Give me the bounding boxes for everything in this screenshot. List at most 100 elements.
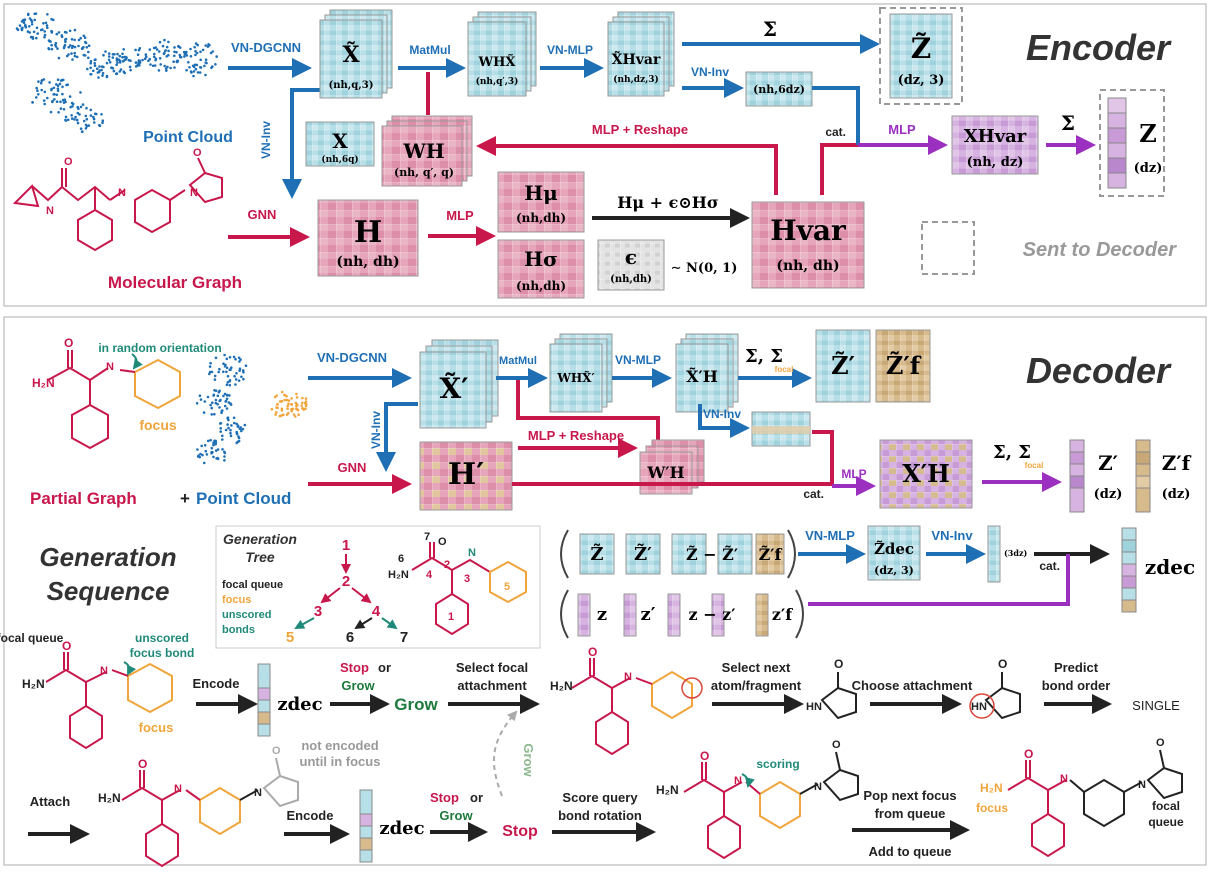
decoder-point-cloud-label: Point Cloud (196, 489, 291, 508)
dec-vn-dgcnn-label: VN-DGCNN (317, 350, 387, 365)
point-cloud-dot (225, 394, 229, 397)
seq-focal-queue-2a: focal (1152, 799, 1180, 813)
focus-label-decoder: focus (139, 417, 177, 433)
point-cloud-dot (98, 124, 102, 128)
point-cloud-dot (208, 365, 212, 368)
point-cloud-dot (217, 370, 220, 374)
point-cloud-dot (292, 413, 296, 416)
dec-nh-1: N (106, 361, 114, 373)
cat-line-blue (812, 86, 860, 145)
point-cloud-dot (225, 366, 229, 370)
dec-vn-inv2-label: VN-Inv (703, 407, 741, 421)
point-cloud-dot (234, 378, 238, 381)
h-mu-block (497, 171, 585, 233)
seq-focus-ring-1 (127, 662, 173, 714)
point-cloud-dot (206, 395, 210, 399)
seq-scoring: scoring (756, 757, 799, 771)
seq-grow-dashed: Grow (521, 743, 536, 777)
dec-nh-6dz-band (752, 426, 810, 434)
legend-dashed-box (921, 221, 975, 275)
vn-mlp-label: VN-MLP (547, 43, 593, 57)
point-cloud-dot (223, 451, 227, 455)
point-cloud-dot (196, 448, 199, 451)
point-cloud-dot (229, 368, 232, 372)
point-cloud-dot (161, 44, 165, 48)
point-cloud-dot (115, 58, 119, 62)
seq-nh-1: N (100, 665, 108, 677)
atom-label-2: 2 (444, 559, 450, 571)
point-cloud-dot (67, 53, 70, 56)
point-cloud-dot (155, 48, 159, 51)
point-cloud-dot (164, 49, 167, 52)
point-cloud-dot (98, 65, 101, 68)
z-tilde-dashed-box (879, 7, 963, 105)
point-cloud-dot (305, 402, 308, 406)
point-cloud-dot (194, 67, 198, 71)
seq-focus-label: focus (139, 720, 174, 735)
vn-dgcnn-label: VN-DGCNN (231, 40, 301, 55)
point-cloud-dot (89, 108, 93, 112)
paren-right-1 (787, 529, 796, 579)
point-cloud-dot (195, 63, 199, 67)
point-cloud-dot (218, 399, 221, 403)
wh-x-dim: (nh,q′,3) (476, 76, 519, 87)
h-prime-block (419, 441, 513, 511)
gen-cat-label: cat. (1039, 559, 1060, 573)
point-cloud-dot (221, 438, 224, 441)
point-cloud-dot (185, 68, 188, 72)
seq-pop-1: Pop next focus (863, 788, 956, 803)
point-cloud-dot (77, 38, 81, 42)
point-cloud-dot (57, 31, 61, 34)
point-cloud-dot (226, 374, 230, 378)
point-cloud-dot (216, 457, 220, 461)
point-cloud-dot (121, 52, 124, 56)
point-cloud-dot (56, 89, 60, 93)
point-cloud-dot (87, 50, 90, 54)
point-cloud-dot (204, 449, 208, 453)
point-cloud-dot (204, 58, 208, 61)
point-cloud-dot (222, 362, 225, 366)
point-cloud-dot (225, 407, 229, 410)
point-cloud-dot (62, 108, 66, 111)
point-cloud-dot (36, 89, 39, 92)
point-cloud-dot (286, 407, 289, 410)
point-cloud-dot (237, 356, 241, 360)
point-cloud-dot (178, 46, 182, 49)
point-cloud-dot (15, 27, 19, 30)
point-cloud-dot (280, 390, 284, 394)
point-cloud-dot (243, 423, 247, 427)
point-cloud-dot (104, 50, 107, 53)
mol-n-3: N (118, 187, 126, 199)
row-plain-2: z − z′ (689, 605, 736, 624)
tree-molecule (411, 542, 527, 636)
h-mu-symbol: Hμ (524, 181, 558, 205)
tree-node-6: 6 (346, 629, 354, 646)
point-cloud-dot (49, 110, 53, 114)
point-cloud-dot (234, 357, 237, 361)
point-cloud-dot (149, 63, 152, 66)
x-tilde-block (319, 9, 393, 99)
point-cloud-dot (225, 357, 229, 361)
point-cloud-dot (123, 55, 126, 59)
seq-h2n-4: H₂N (656, 783, 679, 797)
dim-3dz: (3dz) (1004, 548, 1027, 558)
point-cloud-dot (217, 390, 221, 394)
point-cloud-dot (78, 113, 81, 116)
point-cloud-dot (238, 367, 242, 371)
pyr-attach-circle (969, 693, 995, 719)
dec-sums-label: Σ, Σ (745, 346, 783, 367)
point-cloud-dot (54, 43, 57, 47)
point-cloud-dot (43, 90, 47, 94)
tree-o: O (438, 536, 447, 548)
gen-vn-mlp-label: VN-MLP (805, 528, 855, 543)
point-cloud-dot (228, 394, 231, 397)
point-cloud-dot (215, 55, 218, 58)
point-cloud-dot (203, 64, 206, 68)
atom-label-6: 6 (398, 553, 404, 565)
point-cloud-dot (211, 65, 214, 68)
x-hvar2-symbol: XHvar (964, 126, 1027, 147)
seq-focal-1: focal queue (0, 631, 64, 645)
point-cloud-dot (221, 448, 224, 451)
point-cloud-dot (199, 452, 202, 456)
point-cloud-dot (184, 51, 188, 55)
